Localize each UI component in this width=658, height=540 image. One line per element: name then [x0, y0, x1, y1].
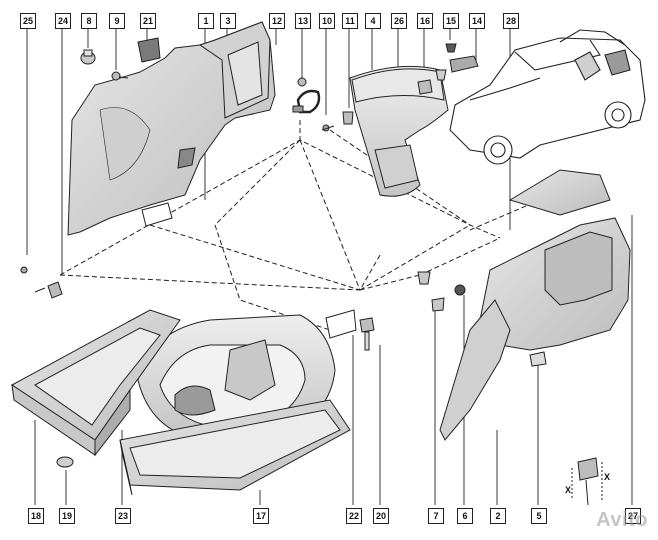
clip-part-6 [454, 284, 466, 296]
screw-part-9 [111, 71, 129, 81]
callout-3: 3 [220, 13, 236, 29]
plug-part-16 [435, 69, 447, 81]
callout-10: 10 [319, 13, 335, 29]
callout-9: 9 [109, 13, 125, 29]
callout-4: 4 [365, 13, 381, 29]
bolt-part-20 [359, 317, 375, 351]
callout-23: 23 [115, 508, 131, 524]
callout-13: 13 [295, 13, 311, 29]
right-quarter-trim-panel [439, 217, 631, 441]
avito-watermark: Avito [596, 509, 648, 531]
callout-17: 17 [253, 508, 269, 524]
callout-25: 25 [20, 13, 36, 29]
callout-26: 26 [391, 13, 407, 29]
callout-7: 7 [428, 508, 444, 524]
cap-part-5 [529, 351, 547, 367]
clip-part-28 [417, 271, 431, 285]
callout-22: 22 [346, 508, 362, 524]
tailgate-trim-panel [349, 65, 449, 197]
callout-8: 8 [81, 13, 97, 29]
dimension-label-x-1: X [565, 485, 572, 495]
callout-16: 16 [417, 13, 433, 29]
parcel-shelf-piece [508, 169, 611, 216]
callout-14: 14 [469, 13, 485, 29]
callout-1: 1 [198, 13, 214, 29]
floor-labels [141, 202, 357, 339]
callout-24: 24 [55, 13, 71, 29]
bolt-part-25 [20, 266, 28, 274]
vehicle-silhouette [449, 29, 646, 165]
storage-box-left [11, 309, 181, 457]
clip-part-8 [80, 49, 96, 65]
callout-6: 6 [457, 508, 473, 524]
assembly-dashed-lines [59, 120, 541, 331]
clip-part-7 [431, 297, 445, 312]
pad-part-21 [137, 37, 161, 63]
callout-20: 20 [373, 508, 389, 524]
cap-part-26 [417, 79, 433, 95]
callout-5: 5 [531, 508, 547, 524]
screw-part-10 [321, 124, 335, 132]
left-quarter-trim-panel [67, 21, 276, 236]
bolt-part-24 [34, 281, 63, 299]
dimension-label-x-2: X [604, 472, 611, 482]
callout-27: 27 [625, 508, 641, 524]
bracket-part-14 [449, 55, 479, 73]
callout-15: 15 [443, 13, 459, 29]
retainer-part-13 [292, 77, 321, 114]
clip-part-15 [445, 43, 457, 53]
clip-part-11 [342, 111, 354, 125]
callout-2: 2 [490, 508, 506, 524]
floor-tray [119, 399, 351, 496]
callout-18: 18 [28, 508, 44, 524]
plug-part-19 [56, 456, 74, 468]
callout-11: 11 [342, 13, 358, 29]
callout-19: 19 [59, 508, 75, 524]
tightening-symbol [571, 457, 603, 506]
callout-12: 12 [269, 13, 285, 29]
callout-28: 28 [503, 13, 519, 29]
callout-21: 21 [140, 13, 156, 29]
